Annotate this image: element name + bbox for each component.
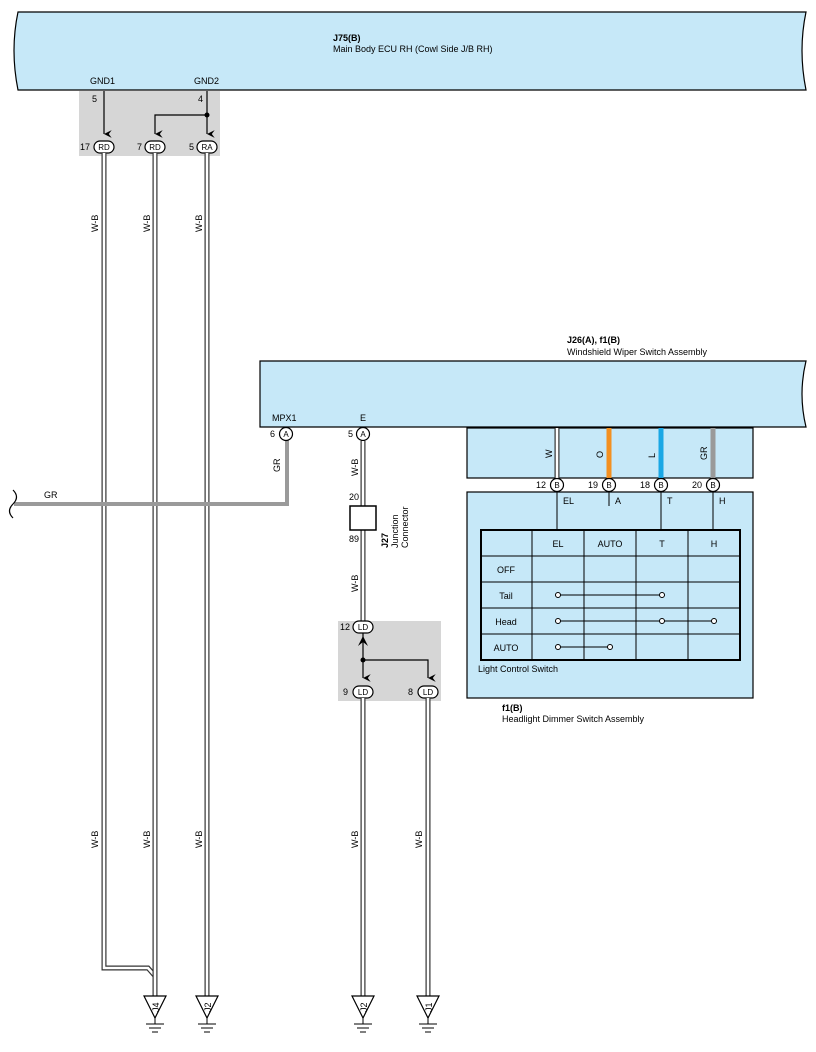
ecu-code: J75(B) — [333, 33, 361, 43]
ground-symbol-j1 — [416, 995, 440, 1033]
ld-code-9: LD — [358, 688, 368, 697]
continuity-auto — [555, 644, 613, 650]
wire-continuation-mark — [8, 489, 18, 519]
dimmer-pin-2: 19 — [588, 480, 598, 490]
dimmer-code: f1(B) — [502, 703, 523, 713]
dimmer-terminal-t: T — [667, 496, 673, 506]
dimmer-wire-color-o: O — [595, 451, 605, 458]
table-header-el: EL — [552, 539, 563, 549]
j27-label-line2: Connector — [400, 506, 410, 548]
mpx1-pin: 6 — [270, 429, 275, 439]
wiper-switch-box — [259, 360, 807, 428]
gr-wire — [14, 440, 289, 506]
gnd1-label: GND1 — [90, 76, 115, 86]
ld-code-12: LD — [358, 623, 368, 632]
ld-ground-wires — [360, 698, 431, 996]
e-terminal — [355, 426, 371, 442]
wiper-switch-code: J26(A), f1(B) — [567, 335, 620, 345]
dimmer-terminal-a: A — [615, 496, 621, 506]
j27-pin-out: 89 — [349, 534, 359, 544]
table-header-t: T — [659, 539, 665, 549]
ld-wire-label-2: W-B — [414, 831, 424, 848]
wire-label-wb-5: W-B — [142, 831, 152, 848]
ecu-box — [13, 11, 807, 91]
dimmer-pin-4: 20 — [692, 480, 702, 490]
mpx1-terminal — [278, 426, 294, 442]
dimmer-connector-2: B — [606, 481, 611, 490]
j27-pin-in: 20 — [349, 492, 359, 502]
ecu-junction-pin-2: 7 — [137, 142, 142, 152]
dimmer-wires — [554, 428, 716, 478]
wire-label-wb-2: W-B — [142, 215, 152, 232]
dimmer-pin-3: 18 — [640, 480, 650, 490]
gnd2-pin: 4 — [198, 94, 203, 104]
ground-symbol-j4 — [143, 995, 167, 1033]
light-control-switch-label: Light Control Switch — [478, 664, 558, 674]
mpx1-label: MPX1 — [272, 413, 297, 423]
j27-code: J27 — [380, 533, 390, 548]
gnd2-label: GND2 — [194, 76, 219, 86]
ld-pin-9: 9 — [343, 687, 348, 697]
dimmer-terminal-el: EL — [563, 496, 574, 506]
dimmer-connector-3: B — [658, 481, 663, 490]
ground-symbol-j2-a — [195, 995, 219, 1033]
table-row-tail: Tail — [499, 591, 513, 601]
ecu-splice-dot — [204, 112, 210, 118]
dimmer-wire-color-gr: GR — [699, 446, 709, 460]
continuity-tail — [555, 592, 665, 598]
j27-connector-box — [349, 505, 377, 531]
ecu-name: Main Body ECU RH (Cowl Side J/B RH) — [333, 44, 493, 54]
ld-wire-label-1: W-B — [350, 831, 360, 848]
table-row-auto: AUTO — [494, 643, 519, 653]
dimmer-terminal-leads — [556, 492, 714, 530]
ecu-junction-code-2: RD — [149, 143, 161, 152]
dimmer-terminal-h: H — [719, 496, 726, 506]
dimmer-name: Headlight Dimmer Switch Assembly — [502, 714, 645, 724]
ld-inbound-arrow — [358, 636, 368, 646]
e-pin: 5 — [348, 429, 353, 439]
wiper-switch-name: Windshield Wiper Switch Assembly — [567, 347, 708, 357]
wire-label-wb-4: W-B — [90, 831, 100, 848]
wire-label-wb-1: W-B — [90, 215, 100, 232]
e-label: E — [360, 413, 366, 423]
ground-symbol-j2-b — [351, 995, 375, 1033]
dimmer-wire-color-l: L — [647, 453, 657, 458]
ld-pin-12: 12 — [340, 622, 350, 632]
ground-label-4: J1 — [424, 1002, 434, 1012]
table-header-auto: AUTO — [598, 539, 623, 549]
j27-label-line1: Junction — [390, 514, 400, 548]
table-row-off: OFF — [497, 565, 515, 575]
e-wire-label-1: W-B — [350, 459, 360, 476]
ground-label-1: J4 — [151, 1002, 161, 1012]
wire-label-wb-3: W-B — [194, 215, 204, 232]
dimmer-connector-1: B — [554, 481, 559, 490]
wire-label-wb-6: W-B — [194, 831, 204, 848]
ecu-junction-code-3: RA — [201, 143, 213, 152]
ground-label-3: J2 — [359, 1002, 369, 1012]
continuity-head — [555, 618, 717, 624]
mpx1-connector: A — [283, 430, 289, 439]
table-row-head: Head — [495, 617, 517, 627]
switch-table-grid — [480, 529, 741, 661]
dimmer-pin-1: 12 — [536, 480, 546, 490]
ld-code-8: LD — [423, 688, 433, 697]
gr-wire-label-vertical: GR — [272, 458, 282, 472]
ecu-ground-wires — [101, 153, 210, 996]
e-wire-label-2: W-B — [350, 575, 360, 592]
ecu-junction-code-1: RD — [98, 143, 110, 152]
ld-splice-dot — [360, 657, 366, 663]
gnd1-pin: 5 — [92, 94, 97, 104]
dimmer-connector-4: B — [710, 481, 715, 490]
gr-wire-label: GR — [44, 490, 58, 500]
dimmer-wire-color-w: W — [544, 449, 554, 458]
ecu-junction-pin-1: 17 — [80, 142, 90, 152]
table-header-h: H — [711, 539, 718, 549]
ground-label-2: J2 — [203, 1002, 213, 1012]
ld-pin-8: 8 — [408, 687, 413, 697]
ecu-junction-pin-3: 5 — [189, 142, 194, 152]
e-connector: A — [360, 430, 366, 439]
